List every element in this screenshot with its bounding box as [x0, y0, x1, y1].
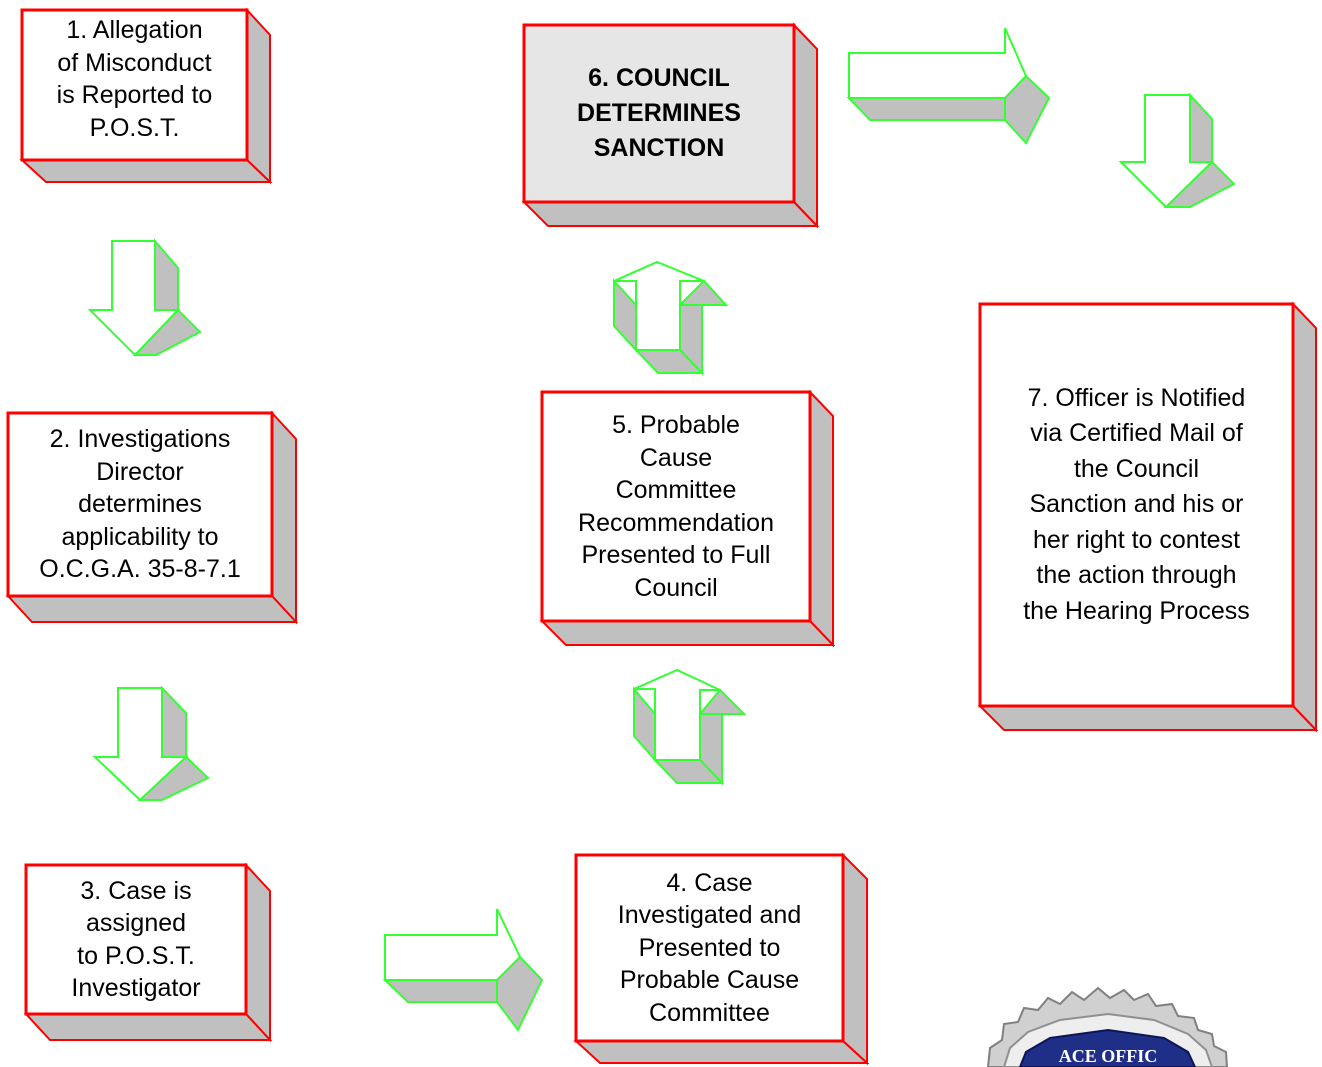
step-1-box [19, 7, 273, 185]
step-2-text: 2. Investigations Director determines ap… [39, 425, 241, 584]
step-6-box [521, 22, 820, 229]
seal-text: ACE OFFIC [1059, 1046, 1158, 1066]
step-7-box [977, 301, 1319, 733]
step-1-text: 1. Allegation of Misconduct is Reported … [56, 16, 213, 142]
step-1-label: 1. Allegation of Misconduct is Reported … [22, 10, 247, 160]
right-arrow-icon [846, 27, 1051, 145]
step-5-box [539, 389, 836, 648]
down-arrow-icon [87, 238, 202, 357]
step-3-text: 3. Case is assigned to P.O.S.T. Investig… [71, 876, 201, 1003]
step-6-text: 6. COUNCIL DETERMINES SANCTION [577, 64, 741, 162]
step-3-box [23, 862, 273, 1043]
step-5-text: 5. Probable Cause Committee Recommendati… [578, 411, 774, 602]
step-6-label: 6. COUNCIL DETERMINES SANCTION [524, 25, 794, 202]
up-arrow-icon [633, 668, 747, 786]
step-4-text: 4. Case Investigated and Presented to Pr… [617, 868, 802, 1027]
step-4-box [573, 852, 870, 1066]
step-7-text: 7. Officer is Notified via Certified Mai… [1023, 383, 1250, 625]
step-2-box [5, 410, 299, 625]
step-3-label: 3. Case is assigned to P.O.S.T. Investig… [26, 865, 246, 1014]
step-7-label: 7. Officer is Notified via Certified Mai… [980, 304, 1293, 706]
step-5-label: 5. Probable Cause Committee Recommendati… [542, 392, 810, 621]
down-arrow-icon [92, 685, 210, 802]
right-arrow-icon [382, 908, 544, 1032]
up-arrow-icon [613, 260, 729, 376]
step-4-label: 4. Case Investigated and Presented to Pr… [576, 855, 843, 1041]
post-seal-logo: ACE OFFIC [986, 986, 1229, 1067]
step-2-label: 2. Investigations Director determines ap… [8, 413, 272, 596]
down-arrow-icon [1118, 92, 1236, 209]
